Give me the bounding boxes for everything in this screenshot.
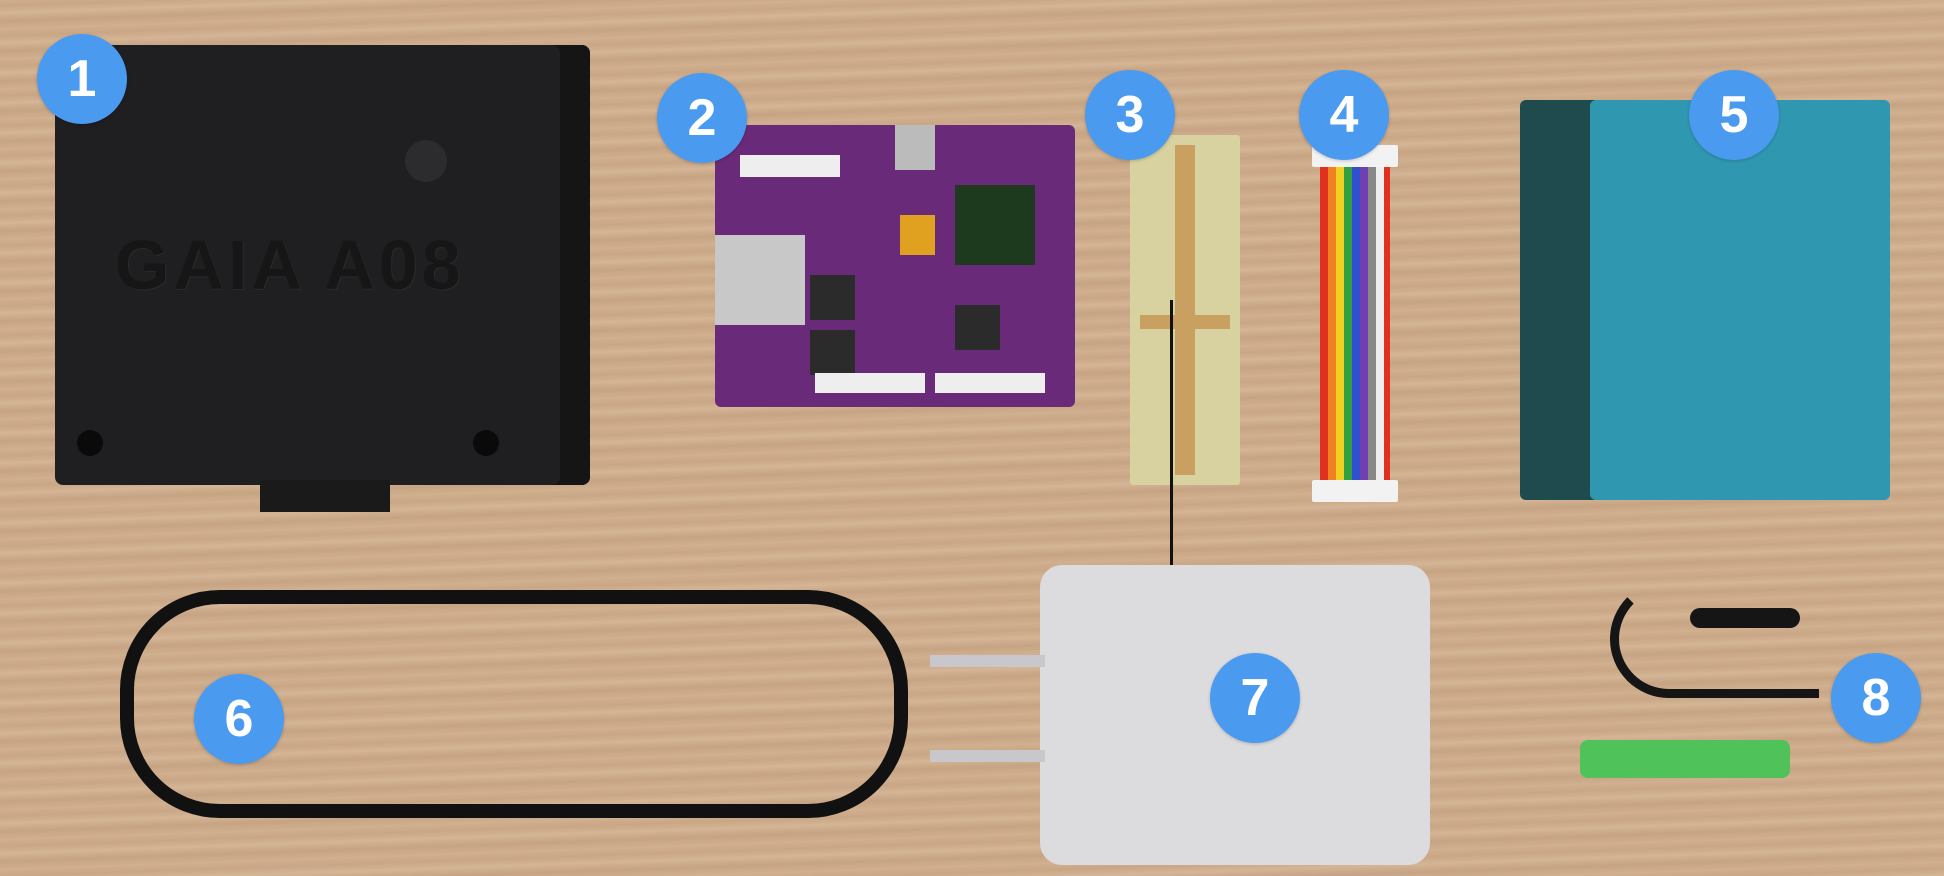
badge-2: 2: [657, 73, 747, 163]
mounting-screw: [1690, 608, 1800, 628]
badge-1: 1: [37, 34, 127, 124]
usb-c-port: [895, 125, 935, 170]
antenna-trace: [1140, 315, 1230, 329]
usb-c-cable: [120, 590, 908, 818]
connector-uart: [740, 155, 840, 177]
antenna-trace: [1175, 145, 1195, 475]
particulate-sensor: [1520, 100, 1890, 500]
badge-4: 4: [1299, 70, 1389, 160]
inductor: [810, 275, 855, 320]
badge-8: 8: [1831, 653, 1921, 743]
pcb-antenna: [1130, 135, 1240, 485]
enclosure-foot: [260, 480, 390, 512]
wall-anchor: [1580, 740, 1790, 778]
plug-prong: [930, 750, 1045, 762]
badge-6: 6: [194, 674, 284, 764]
enclosure-led-window: [405, 140, 447, 182]
enclosure-logo: GAIA A08: [115, 226, 465, 304]
esp32-module: [715, 235, 805, 325]
inductor: [955, 305, 1000, 350]
capacitor: [900, 215, 935, 255]
badge-7: 7: [1210, 653, 1300, 743]
badge-5: 5: [1689, 70, 1779, 160]
screw-hole: [473, 430, 499, 456]
inductor: [810, 330, 855, 375]
connector-p2: [935, 373, 1045, 393]
antenna-wire: [1170, 300, 1173, 570]
gaia-a08-enclosure: GAIA A08: [55, 45, 590, 485]
screw-hole: [77, 430, 103, 456]
rainbow-jumper-cable: [1312, 145, 1398, 502]
gaia-pcb-board: [715, 125, 1075, 407]
mounting-hook: [1610, 580, 1819, 698]
badge-3: 3: [1085, 70, 1175, 160]
co2-sensor: [955, 185, 1035, 265]
cable-connector: [1312, 480, 1398, 502]
connector-p1: [815, 373, 925, 393]
plug-prong: [930, 655, 1045, 667]
